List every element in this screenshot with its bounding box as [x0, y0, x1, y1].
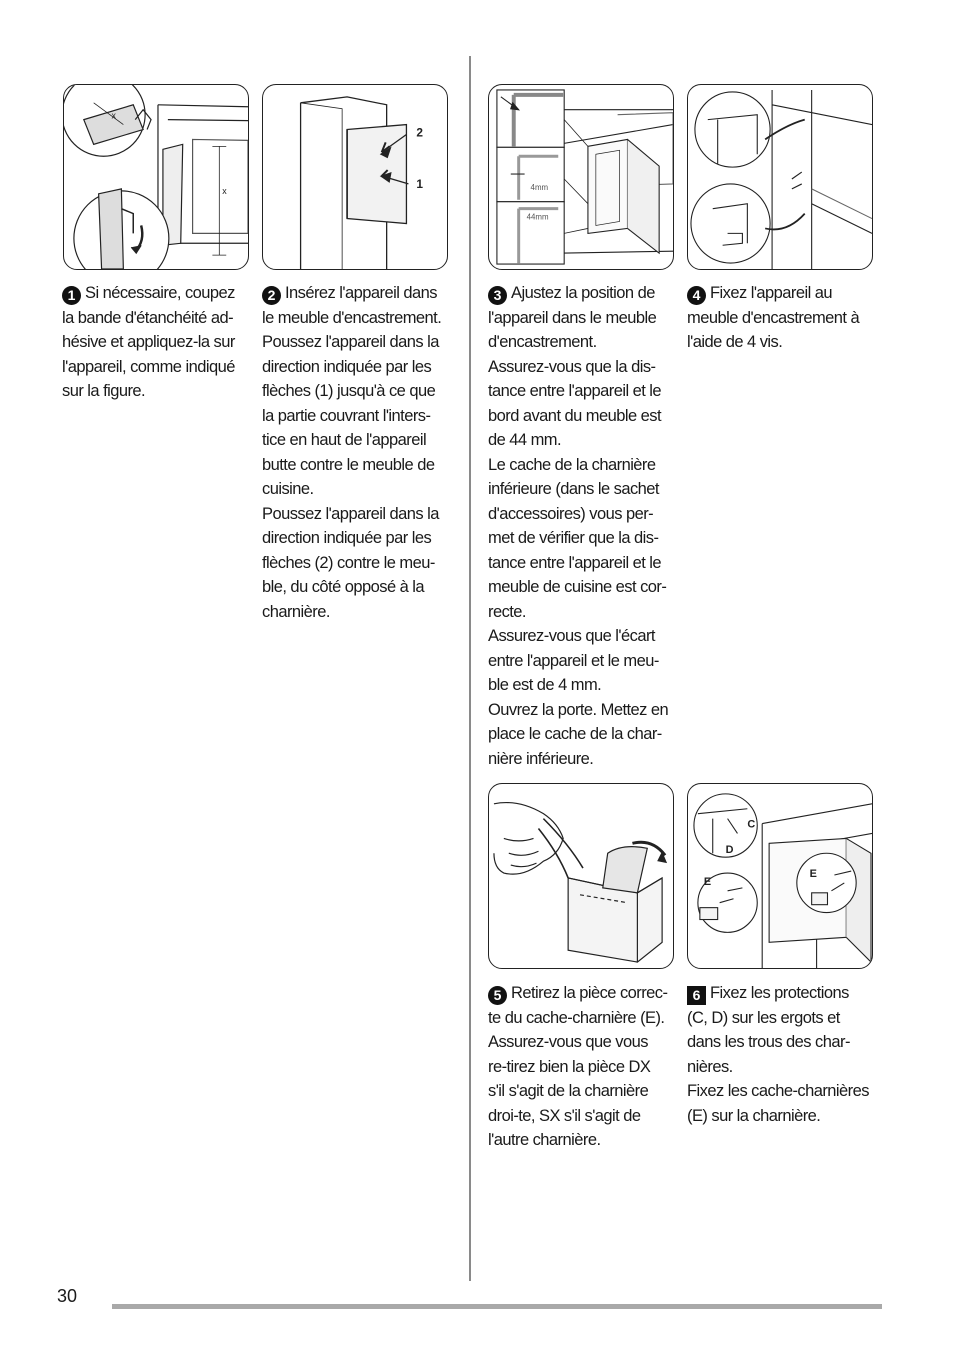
step-3-paragraph-4: Assurez-vous que l'écart entre l'apparei… — [488, 627, 659, 694]
figure-6-label-e-right: E — [810, 868, 817, 880]
figure-6-label-e-left: E — [704, 876, 711, 888]
step-1-paragraph-1: Si nécessaire, coupez la bande d'étanché… — [62, 284, 235, 400]
figure-4-fix-screws — [687, 84, 873, 270]
step-3-paragraph-1: Ajustez la position de l'appareil dans l… — [488, 284, 657, 351]
footer-rule — [112, 1304, 882, 1309]
step-4-number: 4 — [687, 286, 706, 305]
figure-5-remove-part — [488, 783, 674, 969]
step-3-paragraph-5: Ouvrez la porte. Mettez en place le cach… — [488, 700, 669, 768]
figure-3-label-44mm: 44mm — [527, 213, 549, 222]
figure-6-hinge-covers: C D E E — [687, 783, 873, 969]
step-5-paragraph-2: Assurez-vous que vous re-tirez bien la p… — [488, 1033, 651, 1149]
step-5-number: 5 — [488, 986, 507, 1005]
step-4-paragraph-1: Fixez l'appareil au meuble d'encastremen… — [687, 284, 860, 351]
figure-6-label-d: D — [726, 844, 734, 856]
figure-2-label-1: 1 — [416, 177, 423, 191]
step-3-paragraph-2: Assurez-vous que la dis-tance entre l'ap… — [488, 357, 662, 450]
step-2-paragraph-2: Poussez l'appareil dans la direction ind… — [262, 333, 439, 498]
step-2-number: 2 — [262, 286, 281, 305]
figure-2-insert-appliance: 2 1 — [262, 84, 448, 270]
step-1-number: 1 — [62, 286, 81, 305]
figure-2-label-2: 2 — [416, 125, 423, 139]
step-6-number: 6 — [687, 986, 706, 1005]
step-6-paragraph-2: Fixez les cache-charnières (E) sur la ch… — [687, 1082, 870, 1125]
step-6-paragraph-1: Fixez les protections (C, D) sur les erg… — [687, 984, 850, 1076]
figure-1-label-x-side: x — [222, 186, 227, 196]
figure-1-label-x-top: x — [111, 111, 116, 121]
step-3-paragraph-3: Le cache de la charnière inférieure (dan… — [488, 455, 667, 621]
figure-6-label-c: C — [747, 819, 755, 831]
figure-1-seal-strip: x x — [63, 84, 249, 270]
figure-3-label-4mm: 4mm — [531, 183, 549, 192]
column-divider — [469, 56, 471, 1281]
page-number: 30 — [57, 1286, 78, 1306]
step-5-paragraph-1: Retirez la pièce correc-te du cache-char… — [488, 984, 668, 1027]
step-3-number: 3 — [488, 286, 507, 305]
step-2-paragraph-1: Insérez l'appareil dans le meuble d'enca… — [262, 284, 442, 327]
step-2-paragraph-3: Poussez l'appareil dans la direction ind… — [262, 504, 439, 621]
figure-3-adjust-position: 4mm 44mm — [488, 84, 674, 270]
